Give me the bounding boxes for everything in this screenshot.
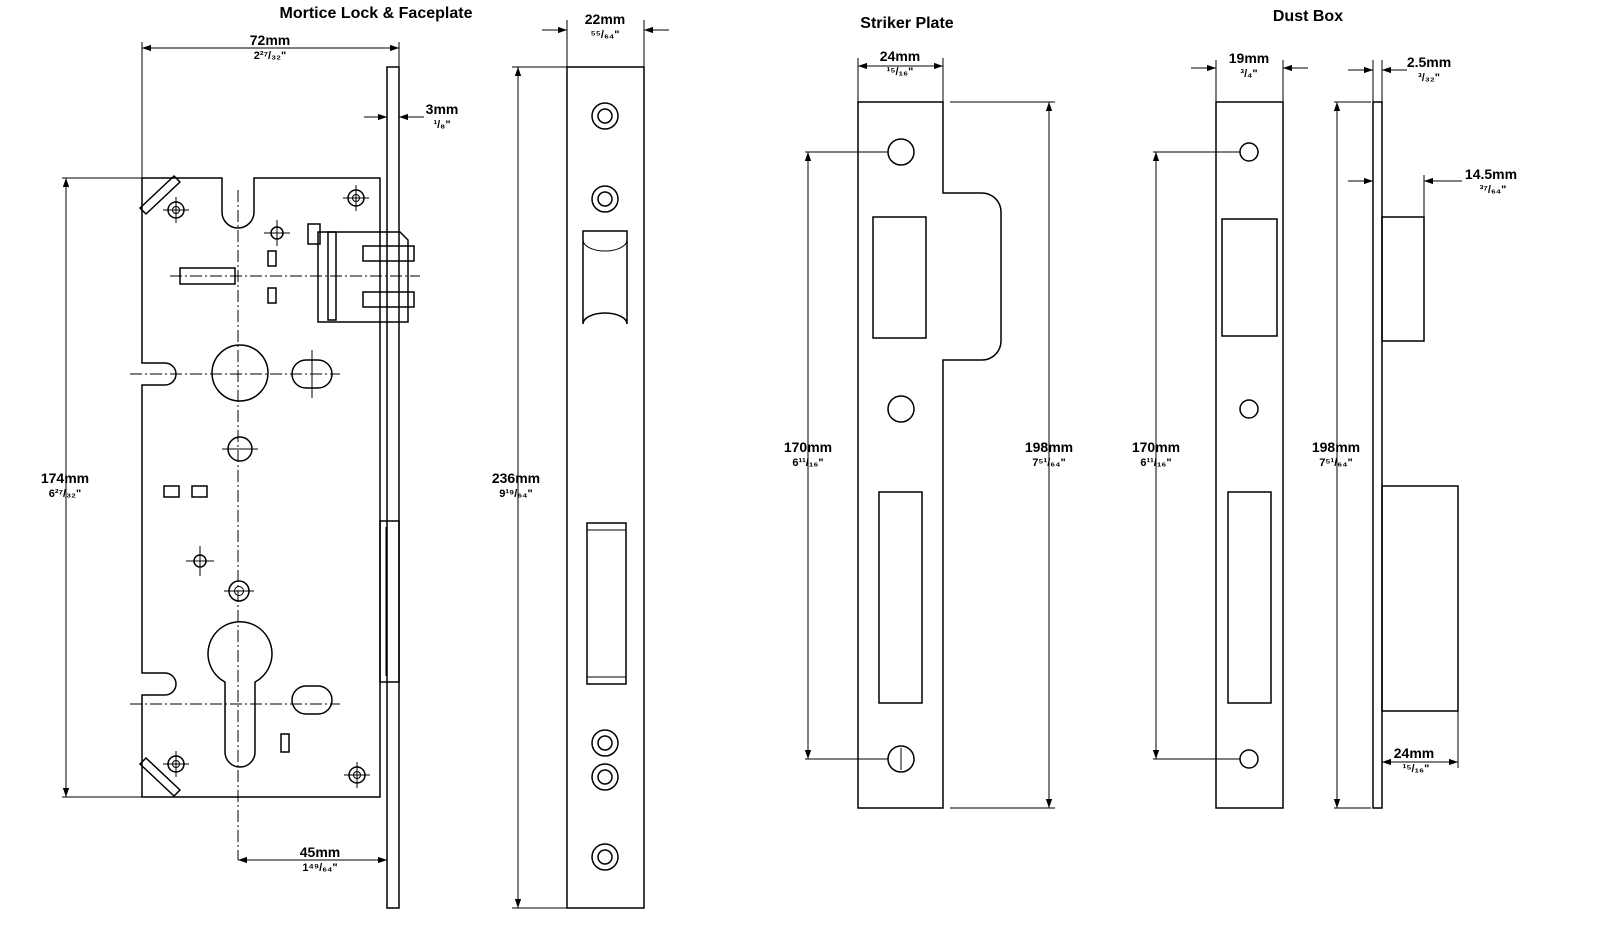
dim-faceplate-width-inch: ⁵⁵/₆₄" [591, 29, 620, 41]
small-pin [186, 546, 214, 576]
dim-plate-mm: 3mm [426, 101, 459, 117]
dim-lines-dust-side [1333, 60, 1462, 809]
center-screw [224, 580, 254, 602]
screw-bottom-right [344, 762, 370, 788]
dim-dust-plate-inch: ³/₃₂" [1418, 72, 1440, 84]
slot-hole [191, 485, 208, 498]
screw-top-left [163, 197, 189, 223]
dim-dust-height-inch: 7⁵¹/₆₄" [1319, 457, 1352, 469]
dim-striker-height-mm: 198mm [1025, 439, 1073, 455]
dim-striker-centres-mm: 170mm [784, 439, 832, 455]
slot-hole [163, 485, 180, 498]
euro-cylinder-cutout [130, 621, 340, 768]
dim-dust-height-mm: 198mm [1312, 439, 1360, 455]
faceplate-front [566, 66, 645, 909]
dim-width-inch: 2²⁷/₃₂" [254, 50, 287, 62]
dust-box-side [1372, 101, 1459, 809]
dim-backset-mm: 45mm [300, 844, 340, 860]
dim-lines-striker [804, 58, 1055, 809]
mortice-faceplate-edge [379, 66, 400, 909]
dim-dust-centres-inch: 6¹¹/₁₆" [1140, 457, 1171, 469]
dim-faceplate-height-mm: 236mm [492, 470, 540, 486]
follower-hole [130, 344, 340, 462]
striker-plate [857, 101, 1002, 809]
dim-dust-depth-mm: 24mm [1394, 745, 1434, 761]
dust-box-front [1215, 101, 1284, 809]
mortice-title: Mortice Lock & Faceplate [280, 5, 473, 22]
dim-dust-offset-inch: ³⁷/₆₄" [1480, 184, 1507, 196]
dim-plate-inch: ¹/₈" [433, 119, 450, 131]
dim-lines-dust-front [1152, 60, 1308, 760]
latch-mechanism [170, 220, 420, 323]
dim-dust-centres-mm: 170mm [1132, 439, 1180, 455]
dim-faceplate-width-mm: 22mm [585, 11, 625, 27]
dim-width-mm: 72mm [250, 32, 290, 48]
dim-dust-depth-inch: ¹⁵/₁₆" [1403, 763, 1430, 775]
dim-lines-faceplate [512, 20, 669, 909]
screw-bottom-left [163, 751, 189, 777]
dim-dust-width-inch: ³/₄" [1240, 68, 1257, 80]
dim-height-inch: 6²⁷/₃₂" [49, 488, 82, 500]
dim-striker-width-mm: 24mm [880, 48, 920, 64]
mortice-lock-body [130, 174, 420, 860]
screw-top-right [343, 185, 369, 211]
dim-striker-height-inch: 7⁵¹/₆₄" [1032, 457, 1065, 469]
dust-box-title: Dust Box [1273, 8, 1343, 25]
dim-striker-centres-inch: 6¹¹/₁₆" [792, 457, 823, 469]
dim-lines-mortice [62, 42, 424, 864]
dim-height-mm: 174mm [41, 470, 89, 486]
dim-dust-offset-mm: 14.5mm [1465, 166, 1517, 182]
dim-striker-width-inch: ¹⁵/₁₆" [887, 66, 914, 78]
dim-dust-width-mm: 19mm [1229, 50, 1269, 66]
dim-faceplate-height-inch: 9¹⁹/₆₄" [499, 488, 533, 500]
dim-backset-inch: 1⁴⁹/₆₄" [302, 862, 337, 874]
dim-dust-plate-mm: 2.5mm [1407, 54, 1451, 70]
striker-title: Striker Plate [860, 15, 953, 32]
